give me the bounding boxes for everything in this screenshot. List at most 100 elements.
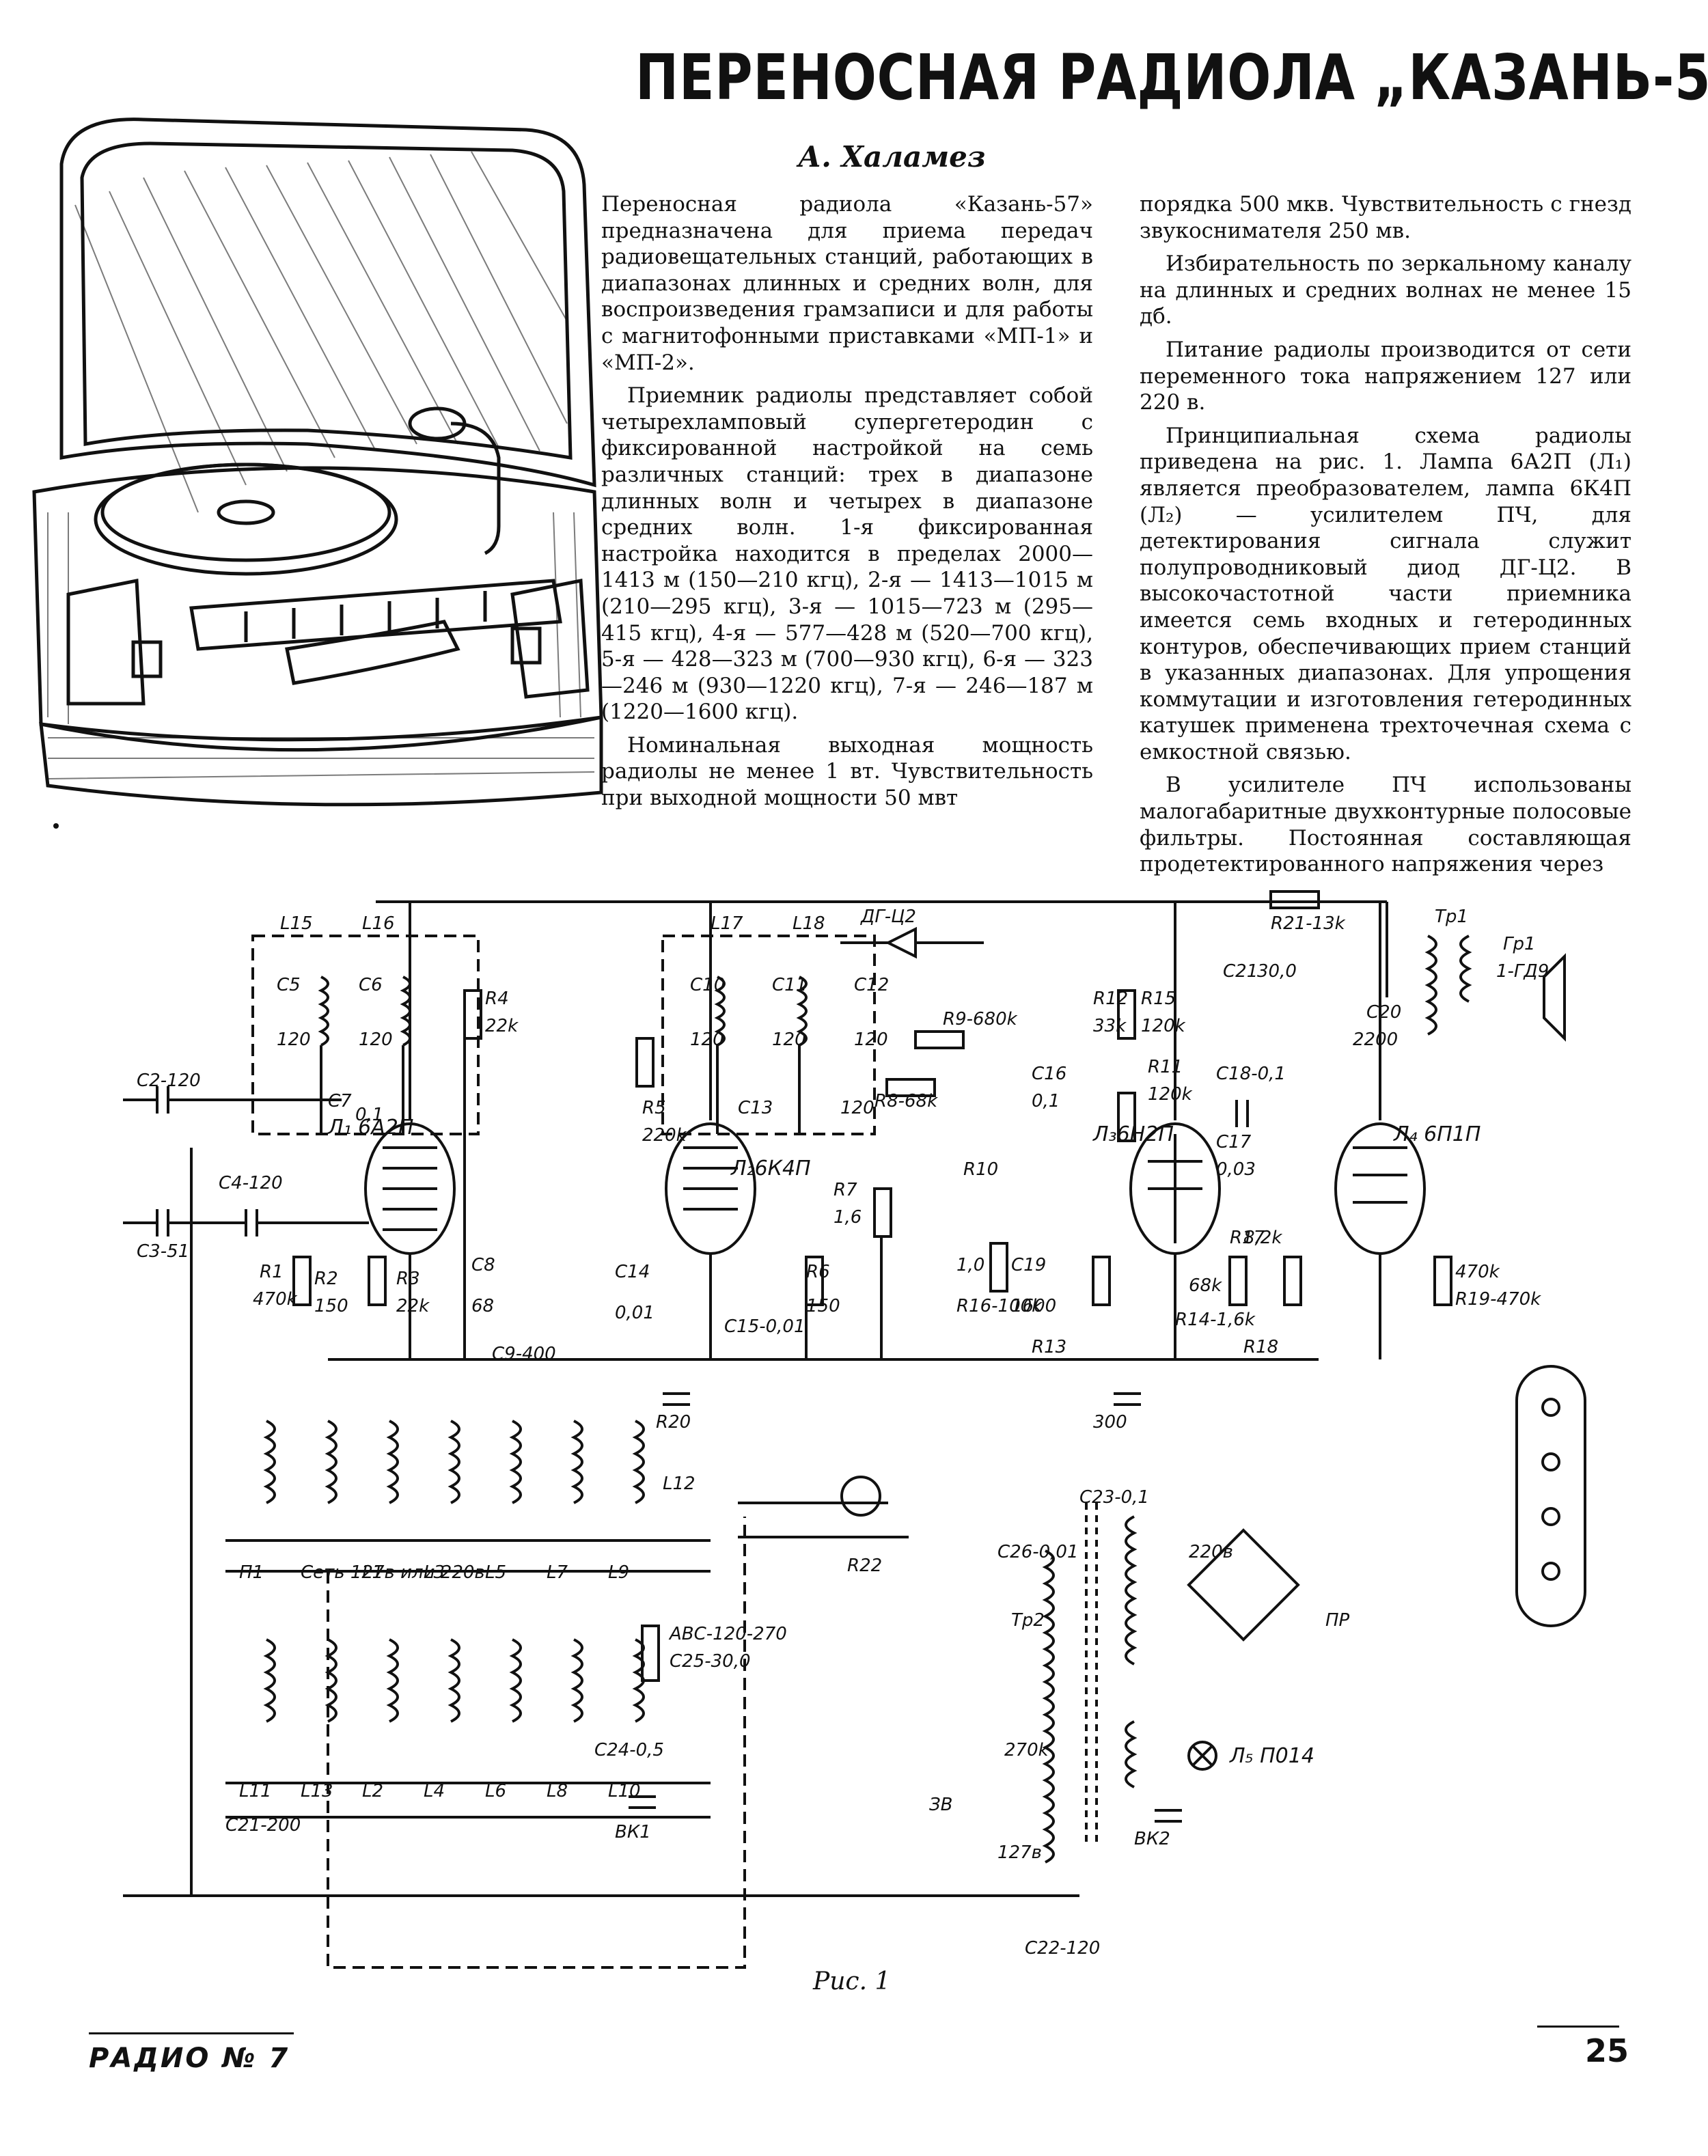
- schematic-label: R20: [656, 1412, 691, 1433]
- tube-label: Л₁ 6А2П: [327, 1116, 413, 1139]
- schematic-label: C23-0,1: [1079, 1487, 1149, 1508]
- schematic-label: 150: [314, 1296, 348, 1316]
- schematic-label: C14: [615, 1262, 650, 1282]
- schematic-label: 120: [277, 1029, 311, 1050]
- schematic-label: 22k: [485, 1016, 519, 1036]
- schematic-label: ЗВ: [929, 1795, 953, 1815]
- schematic-label: 1-ГД9: [1496, 961, 1549, 982]
- schematic-label: 120k: [1148, 1084, 1193, 1105]
- schematic-label: C4-120: [219, 1173, 283, 1193]
- schematic-label: C17: [1216, 1132, 1252, 1152]
- radiola-illustration: [32, 118, 603, 807]
- schematic-label: R13: [1032, 1337, 1066, 1357]
- schematic-label: Тр2: [1011, 1610, 1045, 1631]
- schematic-label: L12: [663, 1474, 695, 1494]
- schematic-label: L1: [362, 1562, 383, 1583]
- paragraph: В усилителе ПЧ использованы малогабаритн…: [1140, 773, 1631, 877]
- schematic-label: C25-30,0: [670, 1651, 751, 1672]
- schematic-label: 120: [840, 1098, 874, 1118]
- schematic-label: C12: [854, 975, 889, 995]
- schematic-label: ДГ-Ц2: [860, 907, 916, 927]
- schematic-label: 120k: [1141, 1016, 1186, 1036]
- schematic-label: П1: [239, 1562, 264, 1583]
- paragraph: Приемник радиолы представляет собой четы…: [601, 383, 1093, 725]
- schematic-label: L17: [711, 913, 743, 934]
- schematic-label: C13: [738, 1098, 773, 1118]
- schematic-label: C11: [772, 975, 807, 995]
- schematic-label: R8-68k: [874, 1091, 938, 1111]
- schematic-label: C3-51: [137, 1241, 189, 1262]
- article-author: А. Халамез: [798, 140, 986, 174]
- paragraph: Принципиальная схема радиолы приведена н…: [1140, 423, 1631, 764]
- schematic-label: 220в: [1189, 1542, 1233, 1562]
- schematic-label: 120: [772, 1029, 806, 1050]
- journal-issue: РАДИО № 7: [89, 2043, 290, 2074]
- schematic-label: ВК2: [1134, 1829, 1170, 1849]
- schematic-label: C7: [328, 1091, 352, 1111]
- circuit-schematic: L15 L16 L17 L18 ДГ-Ц2 C5 120 C6 120 R4 2…: [123, 890, 1586, 1969]
- schematic-label: C19: [1011, 1255, 1046, 1275]
- schematic-label: ПР: [1325, 1610, 1350, 1631]
- schematic-label: Тр1: [1435, 907, 1468, 927]
- schematic-label: C6: [359, 975, 383, 995]
- schematic-label: Гр1: [1503, 934, 1536, 954]
- article-column-left: Переносная радиола «Казань-57» предназна…: [601, 191, 1093, 818]
- schematic-label: L10: [608, 1781, 641, 1801]
- schematic-label: 470k: [1455, 1262, 1500, 1282]
- paragraph: Избирательность по зеркальному каналу на…: [1140, 251, 1631, 329]
- schematic-label: L11: [239, 1781, 272, 1801]
- schematic-label: 150: [806, 1296, 840, 1316]
- schematic-label: ВК1: [615, 1822, 651, 1842]
- schematic-label: C26-0,01: [997, 1542, 1079, 1562]
- schematic-label: R12: [1093, 989, 1128, 1009]
- schematic-label: 1600: [1011, 1296, 1056, 1316]
- schematic-label: R9-680k: [943, 1009, 1018, 1029]
- schematic-label: R22: [847, 1556, 882, 1576]
- schematic-label: 68k: [1189, 1275, 1222, 1296]
- schematic-label: R18: [1243, 1337, 1278, 1357]
- paragraph: Номинальная выходная мощность радиолы не…: [601, 732, 1093, 811]
- schematic-label: 120: [854, 1029, 888, 1050]
- schematic-label: 2200: [1353, 1029, 1398, 1050]
- schematic-label: C22-120: [1025, 1938, 1100, 1959]
- schematic-label: L8: [547, 1781, 568, 1801]
- schematic-label: 0,01: [615, 1303, 655, 1323]
- schematic-label: C9-400: [492, 1344, 556, 1364]
- schematic-label: 127в: [997, 1842, 1042, 1863]
- schematic-label: C21-200: [225, 1815, 301, 1836]
- paragraph: Питание радиолы производится от сети пер…: [1140, 337, 1631, 415]
- schematic-label: R17: [1230, 1228, 1265, 1248]
- schematic-label: 30,0: [1257, 961, 1297, 982]
- schematic-label: C5: [277, 975, 301, 995]
- schematic-label: 1,6: [834, 1207, 862, 1228]
- schematic-label: R2: [314, 1269, 338, 1289]
- schematic-label: 0,03: [1216, 1159, 1256, 1180]
- footer-rule-left: [89, 2032, 294, 2034]
- tube-label: Л₂6К4П: [730, 1157, 811, 1180]
- schematic-label: L3: [424, 1562, 445, 1583]
- schematic-label: 68: [471, 1296, 494, 1316]
- schematic-label: 0,1: [1032, 1091, 1060, 1111]
- schematic-label: 120: [359, 1029, 393, 1050]
- schematic-label: L6: [485, 1781, 506, 1801]
- schematic-label: C8: [471, 1255, 495, 1275]
- schematic-label: L16: [362, 913, 395, 934]
- schematic-label: C24-0,5: [594, 1740, 664, 1760]
- schematic-label: 1,0: [956, 1255, 984, 1275]
- article-title: ПЕРЕНОСНАЯ РАДИОЛА „КАЗАНЬ-57“: [635, 41, 1708, 114]
- schematic-label: C21: [1223, 961, 1258, 982]
- schematic-label: L9: [608, 1562, 629, 1583]
- schematic-label: C18-0,1: [1216, 1064, 1286, 1084]
- footer-rule-right: [1537, 2026, 1619, 2028]
- schematic-label: R14-1,6k: [1175, 1310, 1256, 1330]
- schematic-label: 8,2k: [1243, 1228, 1282, 1248]
- schematic-label: 33k: [1093, 1016, 1127, 1036]
- schematic-label: 300: [1093, 1412, 1127, 1433]
- schematic-label: 120: [690, 1029, 724, 1050]
- tube-label: Л₄ 6П1П: [1393, 1122, 1480, 1146]
- schematic-label: 220k: [642, 1125, 687, 1146]
- page-number: 25: [1585, 2032, 1629, 2069]
- schematic-label: C16: [1032, 1064, 1066, 1084]
- schematic-label: R5: [642, 1098, 666, 1118]
- article-column-right: порядка 500 мкв. Чувствительность с гнез…: [1140, 191, 1631, 885]
